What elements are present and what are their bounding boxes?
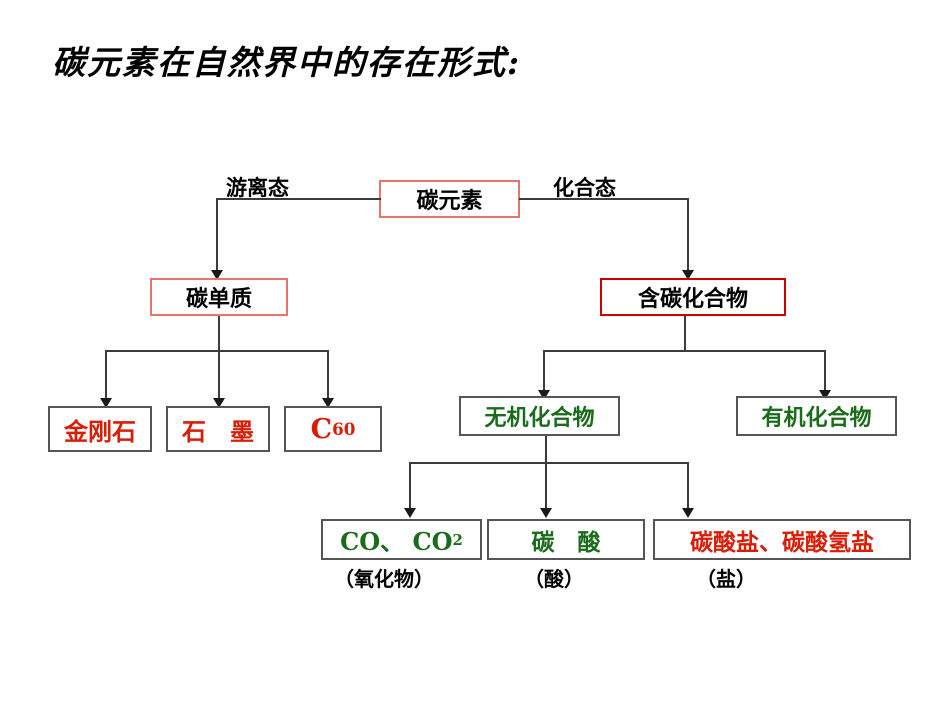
node-elemental-carbon-label: 碳单质: [185, 286, 252, 312]
node-carbonate-salts[interactable]: 碳酸盐、碳酸氢盐: [653, 519, 911, 560]
connector-elemental-branch-1: [105, 350, 107, 405]
connector-root-right: [519, 198, 689, 200]
arrowhead-to-fullerene: [322, 398, 334, 408]
connector-elemental-stem: [218, 316, 220, 352]
node-inorganic-compounds-label: 无机化合物: [484, 405, 595, 431]
connector-compounds-branch-1: [543, 350, 545, 396]
connector-root-left-drop: [216, 198, 218, 278]
node-oxides-label: CO、 CO: [340, 527, 453, 556]
connector-elemental-branch-3: [327, 350, 329, 405]
arrowhead-to-salts: [682, 508, 694, 518]
node-carbon-compounds-label: 含碳化合物: [637, 286, 748, 312]
connector-root-left: [216, 198, 381, 200]
connector-root-right-drop: [687, 198, 689, 278]
caption-acid: （酸）: [524, 567, 584, 591]
caption-oxides: （氧化物）: [334, 567, 434, 591]
node-oxides-subscript: 2: [452, 530, 463, 549]
node-inorganic-compounds[interactable]: 无机化合物: [459, 396, 620, 436]
connector-inorganic-branch-3: [687, 462, 689, 514]
node-carbonic-acid[interactable]: 碳 酸: [487, 519, 645, 560]
connector-compounds-bar: [543, 350, 826, 352]
node-carbonic-acid-label: 碳 酸: [531, 528, 601, 556]
node-fullerene-symbol: C: [310, 413, 333, 445]
arrowhead-to-inorganic: [538, 390, 550, 400]
edge-label-combined-state: 化合态: [553, 175, 616, 200]
edge-label-free-state: 游离态: [226, 175, 289, 200]
arrowhead-to-acid: [540, 508, 552, 518]
node-root-carbon-element[interactable]: 碳元素: [379, 180, 520, 218]
node-root-carbon-element-label: 碳元素: [416, 188, 483, 214]
connector-elemental-branch-2: [218, 350, 220, 405]
arrowhead-to-organic: [819, 390, 831, 400]
caption-salts: （盐）: [696, 567, 756, 591]
node-organic-compounds[interactable]: 有机化合物: [736, 396, 897, 436]
arrowhead-to-elemental-carbon: [211, 270, 223, 280]
connector-compounds-stem: [684, 316, 686, 352]
node-diamond-label: 金刚石: [64, 416, 136, 446]
node-carbon-compounds[interactable]: 含碳化合物: [600, 278, 786, 316]
connector-compounds-branch-2: [824, 350, 826, 396]
connector-inorganic-bar: [409, 462, 689, 464]
node-fullerene-subscript: 60: [332, 419, 356, 439]
connector-inorganic-branch-1: [409, 462, 411, 514]
node-carbonate-salts-label: 碳酸盐、碳酸氢盐: [690, 528, 874, 556]
connector-inorganic-stem: [545, 436, 547, 472]
page-title: 碳元素在自然界中的存在形式:: [52, 43, 522, 82]
node-diamond[interactable]: 金刚石: [48, 406, 152, 452]
node-graphite-label: 石 墨: [182, 416, 254, 446]
arrowhead-to-carbon-compounds: [682, 270, 694, 280]
arrowhead-to-diamond: [100, 398, 112, 408]
node-elemental-carbon[interactable]: 碳单质: [150, 278, 288, 316]
arrowhead-to-graphite: [213, 398, 225, 408]
connector-elemental-bar: [105, 350, 327, 352]
connector-inorganic-branch-2: [545, 462, 547, 514]
node-organic-compounds-label: 有机化合物: [761, 405, 872, 431]
arrowhead-to-oxides: [404, 508, 416, 518]
node-graphite[interactable]: 石 墨: [166, 406, 270, 452]
